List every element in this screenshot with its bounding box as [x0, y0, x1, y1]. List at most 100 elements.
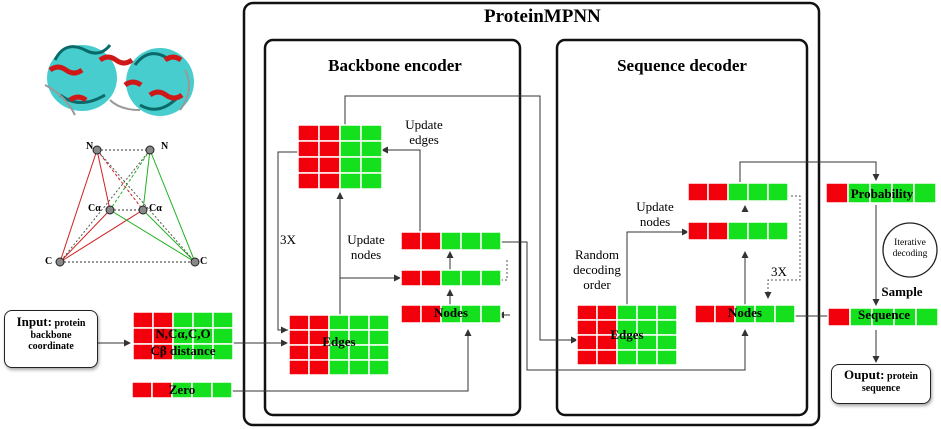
- encoder-edges-grid-cell: [368, 359, 390, 376]
- decoder-edges-grid-cell: [596, 349, 618, 366]
- decoder-frame: [555, 38, 809, 417]
- decoder-edges-grid-cell: [656, 304, 678, 321]
- decoder-node-2-cell: [707, 182, 729, 202]
- encoder-top-edges-cell: [297, 172, 320, 190]
- zero-label: Zero: [168, 382, 196, 397]
- encoder-top-edges-cell: [297, 140, 320, 158]
- features-line-1: N,Cα,C,O: [155, 326, 211, 341]
- protein-structure-image: [44, 44, 194, 116]
- encoder-top-edges-cell: [360, 172, 383, 190]
- decoder-edges-grid-cell: [656, 349, 678, 366]
- decoder-node-1-cell: [707, 221, 729, 241]
- decoder-node-2-cell: [747, 182, 769, 202]
- decoder-title: Sequence decoder: [617, 56, 747, 75]
- connectors: [98, 95, 880, 392]
- output-text-1: protein: [884, 371, 918, 382]
- input-text-1: protein: [51, 318, 86, 329]
- encoder-node-2-cell: [480, 269, 502, 287]
- iterative-decoding-label: Iterative decoding: [892, 238, 928, 259]
- zero-grid-cell: [211, 381, 233, 399]
- features-grid-cell: [212, 311, 234, 329]
- encoder-node-1-cell: [400, 231, 422, 251]
- atom-c-left: C: [45, 256, 53, 267]
- decoder-edges-grid-cell: [576, 349, 598, 366]
- encoder-top-edges-cell: [297, 124, 320, 142]
- encoder-top-edges-cell: [318, 140, 341, 158]
- output-text: Ouput: protein sequence: [832, 367, 930, 394]
- atom-n-left: N: [86, 141, 94, 152]
- encoder-3x-label: 3X: [280, 232, 296, 247]
- encoder-edges-grid-cell: [348, 314, 370, 331]
- page-title: ProteinMPNN: [484, 6, 601, 27]
- encoder-top-edges-cell: [339, 172, 362, 190]
- encoder-node-2-cell: [440, 269, 462, 287]
- atom-ca-right: Cα: [149, 203, 162, 214]
- encoder-top-edges-cell: [318, 172, 341, 190]
- input-bold: Input:: [16, 314, 52, 329]
- probability-label: Probability: [850, 186, 914, 201]
- encoder-edges-grid-cell: [328, 359, 350, 376]
- sequence-grid: [827, 307, 939, 327]
- decoder-update-nodes-label: Update nodes: [636, 199, 674, 229]
- encoder-nodes-grid-cell: [480, 304, 502, 324]
- encoder-edges-grid-cell: [288, 314, 310, 331]
- encoder-node-1-cell: [480, 231, 502, 251]
- decoder-node-2-cell: [767, 182, 789, 202]
- decoder-3x-label: 3X: [771, 264, 787, 279]
- atom-ca-left: Cα: [88, 203, 101, 214]
- decoder-node-1-cell: [727, 221, 749, 241]
- encoder-node-1-cell: [420, 231, 442, 251]
- decoder-edges-grid-cell: [636, 349, 658, 366]
- decoder-node-2: [687, 182, 789, 202]
- encoder-node-2: [400, 269, 502, 287]
- encoder-edges-label: Edges: [322, 334, 356, 349]
- encoder-top-edges-cell: [318, 156, 341, 174]
- atom-c-right: C: [200, 256, 208, 267]
- encoder-update-nodes-label: Update nodes: [347, 232, 385, 262]
- encoder-top-edges-cell: [297, 156, 320, 174]
- iterative-decoding-circle: [882, 222, 938, 278]
- decoder-edges-grid-cell: [616, 304, 638, 321]
- sample-label: Sample: [881, 284, 923, 299]
- decoder-nodes-grid: [694, 304, 796, 324]
- decoder-edges-grid-cell: [576, 304, 598, 321]
- decoder-edges-label: Edges: [610, 327, 644, 342]
- proteinmpnn-frame: [242, 1, 821, 427]
- encoder-node-2-cell: [460, 269, 482, 287]
- encoder-node-1-cell: [460, 231, 482, 251]
- update-edges-label: Update edges: [405, 117, 443, 147]
- decoder-edges-grid-cell: [636, 304, 658, 321]
- features-grid: [132, 311, 234, 361]
- output-box: Ouput: protein sequence: [831, 364, 931, 404]
- features-line-2: Cβ distance: [150, 343, 216, 358]
- sequence-grid-cell: [915, 307, 939, 327]
- zero-grid: [131, 381, 233, 399]
- encoder-nodes-label: Nodes: [434, 305, 468, 320]
- encoder-node-2-cell: [420, 269, 442, 287]
- encoder-title: Backbone encoder: [328, 56, 462, 75]
- encoder-edges-grid-cell: [308, 359, 330, 376]
- encoder-frame: [263, 38, 522, 417]
- encoder-edges-grid-cell: [348, 359, 370, 376]
- atom-geometry-graph: [55, 145, 200, 267]
- decoder-node-1-cell: [747, 221, 769, 241]
- decoder-node-2-cell: [687, 182, 709, 202]
- atom-n-right: N: [161, 141, 169, 152]
- decoder-edges-grid-cell: [596, 304, 618, 321]
- output-bold: Ouput:: [844, 367, 885, 382]
- encoder-top-edges: [297, 124, 383, 190]
- encoder-nodes-grid: [400, 304, 502, 324]
- decoder-nodes-grid-cell: [774, 304, 796, 324]
- encoder-edges-grid-cell: [288, 359, 310, 376]
- probability-grid-cell: [913, 182, 937, 204]
- encoder-top-edges-cell: [339, 124, 362, 142]
- encoder-edges-grid-cell: [328, 314, 350, 331]
- encoder-node-2-cell: [400, 269, 422, 287]
- encoder-node-1: [400, 231, 502, 251]
- decoder-edges-grid-cell: [616, 349, 638, 366]
- decoder-edges-grid: [576, 304, 678, 366]
- features-grid-cell: [132, 311, 154, 329]
- decoder-node-1-cell: [687, 221, 709, 241]
